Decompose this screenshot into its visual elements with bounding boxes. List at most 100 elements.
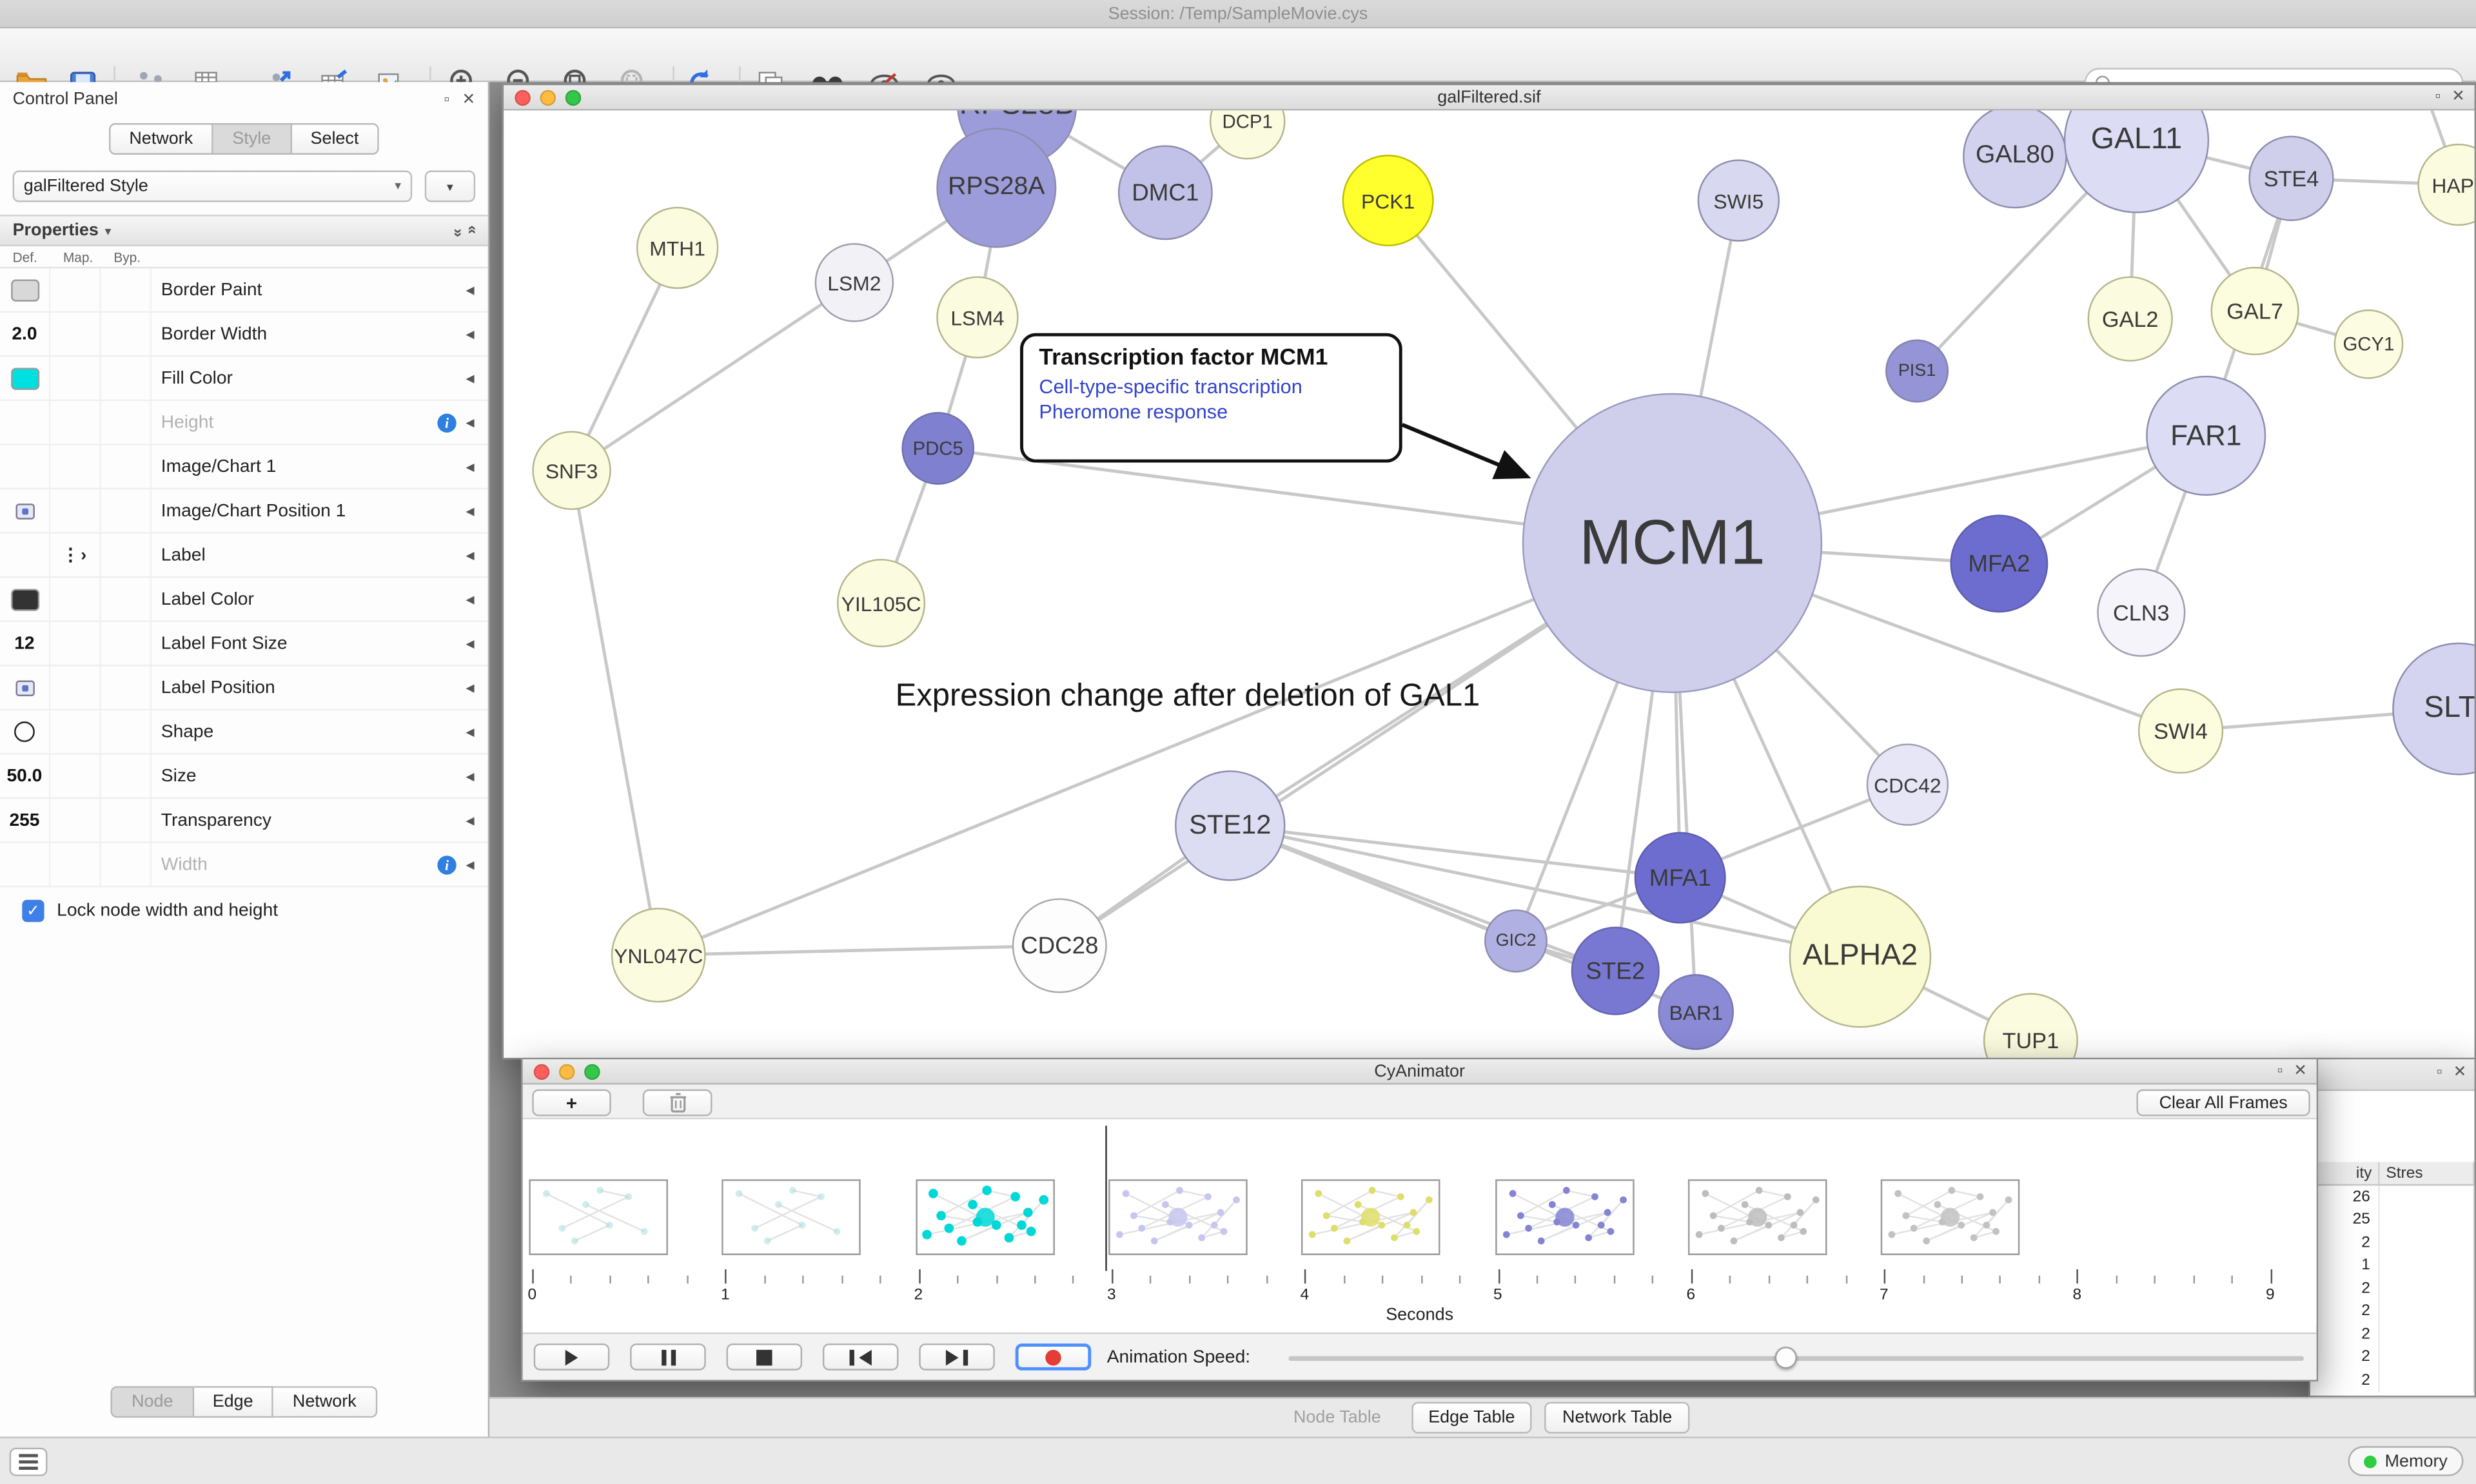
expand-row-icon[interactable]: ◀ — [466, 462, 475, 473]
node-MCM1[interactable]: MCM1 — [1522, 393, 1823, 694]
node-CDC28[interactable]: CDC28 — [1012, 898, 1107, 993]
minimize-window-button[interactable] — [558, 1064, 575, 1080]
expand-row-icon[interactable]: ◀ — [466, 859, 475, 871]
expand-row-icon[interactable]: ◀ — [466, 683, 475, 694]
node-CLN3[interactable]: CLN3 — [2097, 568, 2186, 657]
style-dropdown[interactable]: galFiltered Style ▾ — [12, 170, 413, 202]
speed-slider-thumb[interactable] — [1775, 1346, 1798, 1369]
close-window-button[interactable] — [533, 1064, 550, 1080]
record-button[interactable] — [1015, 1343, 1092, 1371]
node-MFA2[interactable]: MFA2 — [1950, 514, 2049, 613]
pause-button[interactable] — [630, 1343, 706, 1371]
step-forward-button[interactable] — [919, 1343, 995, 1371]
frame-thumbnail-0[interactable] — [529, 1179, 668, 1255]
table-row[interactable]: 1 — [2310, 1254, 2475, 1278]
node-GAL7[interactable]: GAL7 — [2210, 266, 2299, 356]
clear-all-frames-button[interactable]: Clear All Frames — [2136, 1089, 2310, 1117]
table-row[interactable]: 25 — [2310, 1208, 2475, 1232]
stop-button[interactable] — [726, 1343, 803, 1371]
node-LSM2[interactable]: LSM2 — [814, 243, 894, 322]
float-window-icon[interactable]: ▫ — [2435, 88, 2441, 106]
speed-slider[interactable] — [1288, 1346, 2304, 1369]
expand-row-icon[interactable]: ◀ — [466, 727, 475, 738]
close-window-icon[interactable]: ✕ — [2451, 88, 2465, 106]
node-PIS1[interactable]: PIS1 — [1885, 339, 1949, 403]
tab-style[interactable]: Style — [213, 123, 292, 155]
circle-icon[interactable] — [14, 721, 35, 743]
frame-thumbnail-3[interactable] — [1108, 1179, 1248, 1255]
frame-thumbnail-6[interactable] — [1687, 1179, 1827, 1255]
frame-thumbnail-5[interactable] — [1494, 1179, 1634, 1255]
expand-row-icon[interactable]: ◀ — [466, 329, 475, 340]
property-row-image-chart-1[interactable]: Image/Chart 1◀ — [0, 445, 488, 490]
tab-network-style[interactable]: Network — [273, 1386, 377, 1418]
node-ALPHA2[interactable]: ALPHA2 — [1789, 885, 1932, 1028]
table-row[interactable]: 26 — [2310, 1186, 2475, 1209]
node-PCK1[interactable]: PCK1 — [1342, 155, 1434, 247]
node-LSM4[interactable]: LSM4 — [936, 276, 1019, 358]
node-FAR1[interactable]: FAR1 — [2146, 375, 2266, 496]
expand-row-icon[interactable]: ◀ — [466, 594, 475, 606]
node-SNF3[interactable]: SNF3 — [532, 431, 611, 511]
node-MTH1[interactable]: MTH1 — [636, 206, 719, 289]
node-CDC42[interactable]: CDC42 — [1866, 743, 1949, 826]
playhead[interactable] — [1105, 1126, 1107, 1271]
tab-network-table[interactable]: Network Table — [1545, 1401, 1690, 1434]
annotation-link-1[interactable]: Cell-type-specific transcription — [1039, 375, 1302, 398]
memory-button[interactable]: Memory — [2348, 1446, 2464, 1476]
node-YIL105C[interactable]: YIL105C — [836, 558, 926, 648]
node-STE12[interactable]: STE12 — [1175, 770, 1286, 881]
table-row[interactable]: 2 — [2310, 1277, 2475, 1300]
table-row[interactable]: 2 — [2310, 1323, 2475, 1346]
node-STE4[interactable]: STE4 — [2248, 135, 2334, 221]
expand-row-icon[interactable]: ◀ — [466, 373, 475, 385]
expand-row-icon[interactable]: ◀ — [466, 285, 475, 297]
expand-row-icon[interactable]: ◀ — [466, 815, 475, 827]
table-panel-titlebar[interactable]: ▫ ✕ — [2310, 1059, 2475, 1091]
tab-select[interactable]: Select — [291, 123, 380, 155]
color-swatch[interactable] — [10, 278, 39, 301]
close-table-icon[interactable]: ✕ — [2453, 1064, 2467, 1082]
node-MFA1[interactable]: MFA1 — [1634, 832, 1726, 924]
step-back-button[interactable] — [822, 1343, 899, 1371]
close-window-icon[interactable]: ✕ — [2294, 1062, 2307, 1080]
annotation-link-2[interactable]: Pheromone response — [1039, 401, 1228, 424]
frame-thumbnail-7[interactable] — [1880, 1179, 2020, 1255]
node-GIC2[interactable]: GIC2 — [1484, 909, 1548, 973]
color-swatch[interactable] — [10, 367, 39, 389]
table-row[interactable]: 2 — [2310, 1369, 2475, 1392]
property-row-fill-color[interactable]: Fill Color◀ — [0, 356, 488, 402]
tab-node-table[interactable]: Node Table — [1293, 1408, 1381, 1427]
zoom-window-button[interactable] — [584, 1064, 600, 1080]
property-row-label[interactable]: ⋮›Label◀ — [0, 533, 488, 578]
color-swatch[interactable] — [10, 588, 39, 610]
expand-row-icon[interactable]: ◀ — [466, 638, 475, 650]
lock-size-checkbox[interactable]: ✓ — [22, 899, 44, 923]
property-row-image-chart-position-1[interactable]: Image/Chart Position 1◀ — [0, 489, 488, 534]
tab-edge-table[interactable]: Edge Table — [1411, 1401, 1533, 1434]
info-icon[interactable]: i — [437, 855, 457, 874]
close-panel-icon[interactable]: ✕ — [462, 90, 476, 108]
network-caption[interactable]: Expression change after deletion of GAL1 — [895, 679, 1480, 714]
network-window-titlebar[interactable]: galFiltered.sif ▫ ✕ — [504, 85, 2475, 111]
expand-row-icon[interactable]: ◀ — [466, 550, 475, 561]
task-history-button[interactable] — [9, 1447, 48, 1476]
float-window-icon[interactable]: ▫ — [2277, 1062, 2283, 1080]
network-canvas[interactable]: RPS28BRPS28ADMC1DCP1PCK1SWI5GAL80GAL11ST… — [504, 110, 2475, 1058]
style-options-button[interactable]: ▾ — [424, 170, 476, 202]
position-icon[interactable] — [15, 679, 34, 696]
frame-thumbnail-4[interactable] — [1301, 1179, 1440, 1255]
property-row-label-color[interactable]: Label Color◀ — [0, 578, 488, 622]
properties-header[interactable]: Properties ▾ » » — [0, 215, 488, 247]
tab-network[interactable]: Network — [108, 123, 213, 155]
table-row[interactable]: 2 — [2310, 1300, 2475, 1323]
expand-row-icon[interactable]: ◀ — [466, 505, 475, 518]
node-STE2[interactable]: STE2 — [1571, 926, 1660, 1015]
node-RPS28A[interactable]: RPS28A — [936, 128, 1057, 248]
node-SWI4[interactable]: SWI4 — [2137, 688, 2224, 774]
node-SWI5[interactable]: SWI5 — [1697, 159, 1780, 242]
